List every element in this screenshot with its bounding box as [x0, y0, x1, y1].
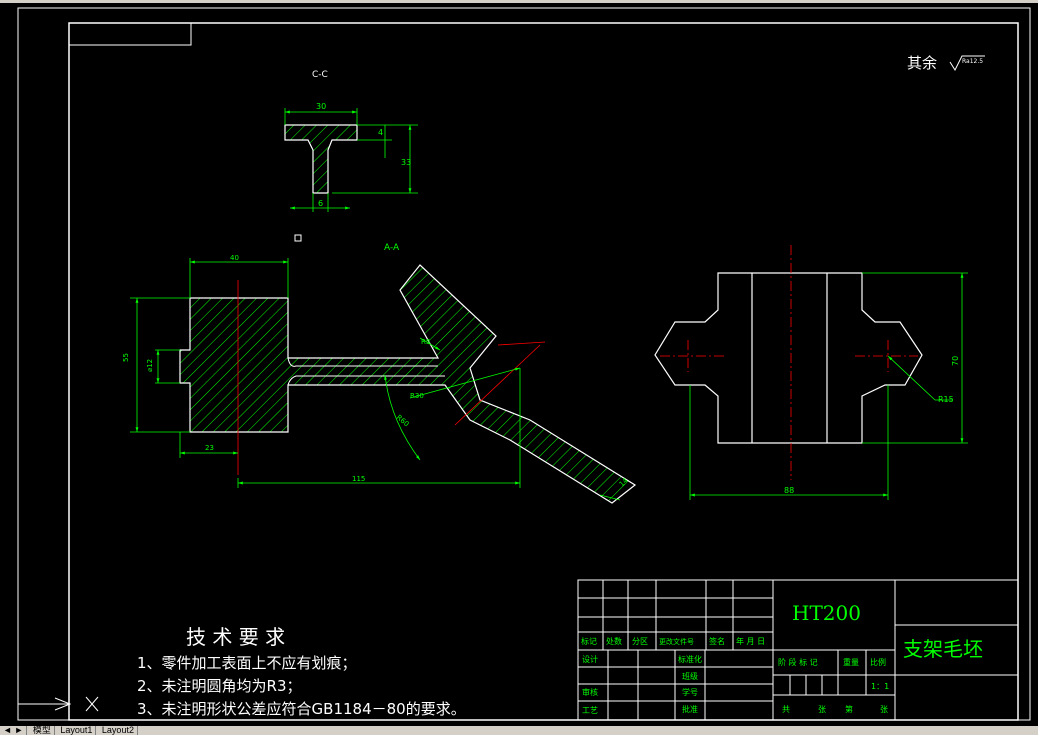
dim-main-width: 40	[230, 254, 239, 262]
roughness-prefix: 其余	[907, 54, 937, 72]
top-window-edge	[0, 0, 1038, 3]
cc-section	[284, 124, 358, 194]
svg-text:签名: 签名	[709, 636, 725, 646]
tech-req-item-3: 3、未注明形状公差应符合GB1184－80的要求。	[137, 700, 466, 718]
svg-text:标准化: 标准化	[678, 654, 702, 664]
svg-text:标记: 标记	[581, 636, 597, 646]
roughness-value: Ra12.5	[962, 58, 983, 65]
svg-text:审核: 审核	[582, 687, 598, 697]
svg-text:年 月 日: 年 月 日	[736, 636, 765, 646]
svg-text:张: 张	[818, 705, 826, 714]
main-centerlines	[237, 280, 546, 475]
view-label: A-A	[384, 243, 400, 253]
inner-frame	[68, 22, 1019, 721]
svg-text:比例: 比例	[870, 657, 886, 667]
part-name: 支架毛坯	[903, 637, 983, 661]
dim-bore: ⌀12	[146, 359, 154, 372]
tech-req-title: 技 术 要 求	[186, 625, 285, 649]
svg-text:批准: 批准	[682, 704, 698, 714]
dim-right-height: 70	[951, 356, 960, 366]
dim-main-height: 55	[122, 353, 130, 362]
ucs-icon	[18, 696, 99, 712]
svg-text:第: 第	[845, 704, 853, 714]
svg-text:分区: 分区	[632, 637, 648, 646]
material-label: HT200	[792, 601, 861, 625]
cc-dimensions	[284, 108, 418, 212]
dim-r30: R30	[410, 392, 424, 400]
dim-cc-web: 6	[318, 199, 323, 208]
title-block	[577, 579, 1019, 721]
marker-square	[294, 234, 302, 242]
dim-cc-width: 30	[316, 102, 326, 111]
svg-text:设计: 设计	[582, 654, 598, 664]
svg-text:阶 段 标 记: 阶 段 标 记	[778, 657, 818, 667]
tab-layout2[interactable]: Layout2	[99, 726, 138, 735]
tab-nav-arrows[interactable]: ◄ ►	[0, 726, 28, 735]
svg-text:处数: 处数	[606, 636, 622, 646]
dim-right-width: 88	[784, 486, 794, 495]
code-box	[68, 22, 192, 46]
main-part-body	[179, 264, 637, 504]
dim-r15: R15	[938, 395, 954, 404]
svg-text:更改文件号: 更改文件号	[659, 637, 694, 646]
layout-tab-bar: ◄ ► 模型 Layout1 Layout2	[0, 726, 1038, 735]
right-view	[654, 272, 923, 444]
roughness-symbol	[949, 55, 985, 72]
tech-req-item-1: 1、零件加工表面上不应有划痕；	[137, 654, 357, 672]
svg-text:班级: 班级	[682, 671, 698, 681]
right-dimensions	[689, 272, 968, 500]
svg-text:学号: 学号	[682, 687, 698, 697]
dim-cc-flange: 4	[378, 128, 383, 137]
tech-req-item-2: 2、未注明圆角均为R3；	[137, 677, 302, 695]
dim-r5: R5	[421, 338, 430, 346]
title-block-headers: 标记 处数 分区 更改文件号 签名 年 月 日 设计 审核 工艺 标准化 班级 …	[581, 636, 889, 715]
main-dimensions	[130, 258, 621, 501]
svg-text:张: 张	[880, 705, 888, 714]
tab-model[interactable]: 模型	[30, 726, 55, 735]
svg-text:工艺: 工艺	[582, 706, 598, 715]
dim-cc-height: 33	[401, 158, 411, 167]
dim-r60: R60	[395, 413, 411, 428]
right-centerlines	[660, 245, 918, 480]
outer-frame	[17, 7, 1031, 721]
section-label: C-C	[312, 70, 328, 80]
svg-text:1：1: 1：1	[871, 682, 889, 691]
svg-text:重量: 重量	[843, 657, 859, 667]
tab-layout1[interactable]: Layout1	[57, 726, 97, 735]
svg-text:共: 共	[782, 705, 790, 714]
dim-stub: 23	[205, 444, 214, 452]
dim-length: 115	[352, 475, 365, 483]
